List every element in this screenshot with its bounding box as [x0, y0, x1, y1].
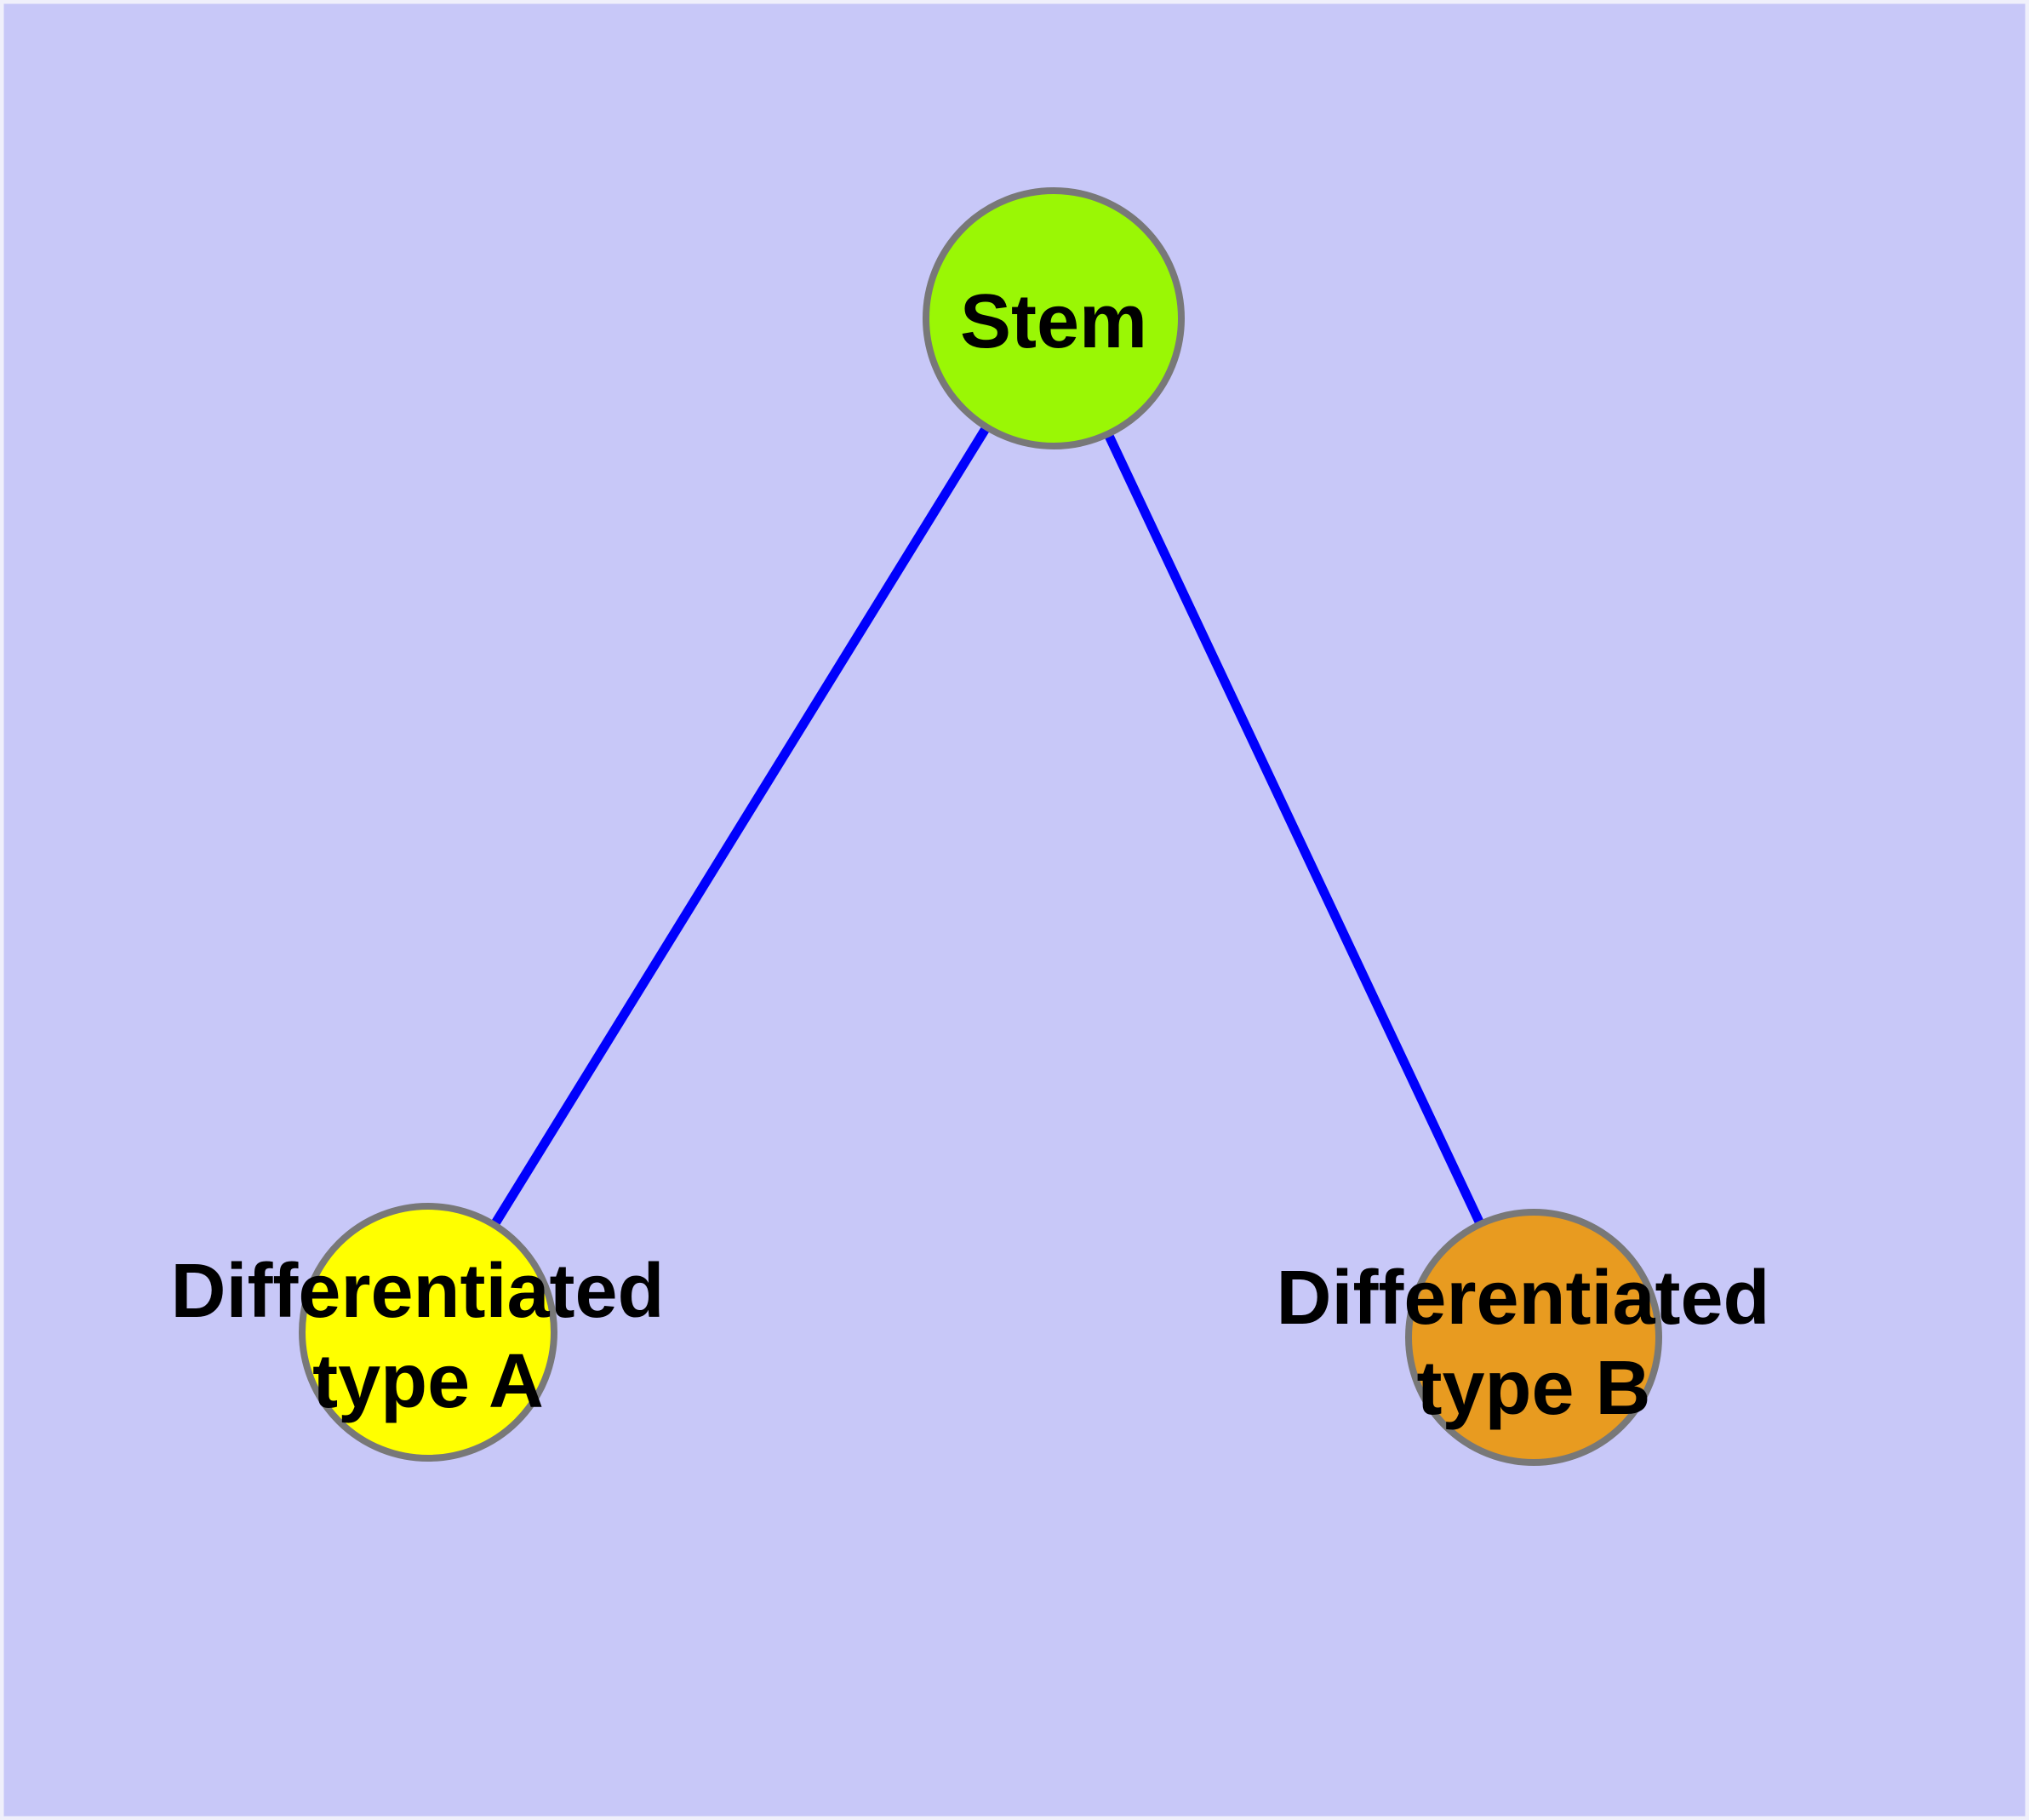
node-label-differentiated-type-a: Differentiated type A — [170, 1249, 685, 1424]
edge-stem-to-type-b — [1049, 316, 1538, 1340]
node-label-type-a-line2: type A — [312, 1339, 544, 1424]
node-differentiated-type-a — [299, 1203, 557, 1462]
node-label-stem-line1: Stem — [960, 279, 1147, 364]
node-label-type-b-line2: type B — [1416, 1346, 1650, 1431]
node-label-type-b-line1: Differentiated — [1276, 1256, 1769, 1341]
node-label-stem: Stem — [960, 279, 1147, 364]
node-stem — [923, 187, 1185, 449]
node-label-type-a-line1: Differentiated — [170, 1249, 664, 1334]
node-differentiated-type-b — [1405, 1209, 1662, 1466]
edge-stem-to-type-a — [424, 316, 1058, 1335]
node-label-differentiated-type-b: Differentiated type B — [1276, 1256, 1791, 1431]
